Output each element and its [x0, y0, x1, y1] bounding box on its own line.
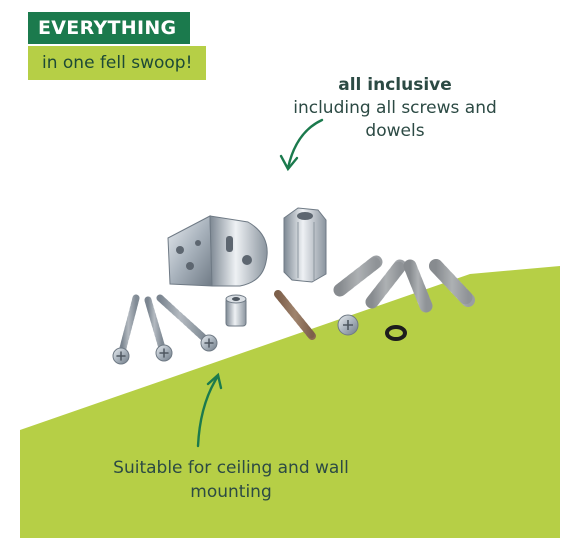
wall-plugs: [333, 255, 475, 313]
all-inclusive-title: all inclusive: [338, 75, 452, 95]
spacer-sleeve: [225, 294, 247, 327]
all-inclusive-callout: all inclusive including all screws and d…: [270, 74, 520, 143]
all-inclusive-text: including all screws and dowels: [293, 98, 497, 141]
short-screw: [337, 314, 359, 336]
hex-coupling-nut: [283, 207, 327, 283]
arrow-down-left-icon: [279, 118, 324, 172]
arrow-up-icon: [196, 372, 223, 448]
black-washer: [385, 325, 407, 341]
headline-badge: EVERYTHING: [28, 12, 191, 44]
mounting-callout: Suitable for ceiling and wall mounting: [113, 458, 349, 502]
angle-bracket: [167, 215, 268, 287]
subheadline-badge: in one fell swoop!: [28, 46, 207, 80]
wood-screws: [112, 294, 218, 365]
hanger-bolt: [274, 290, 316, 340]
lime-background-wedge: [20, 266, 560, 538]
